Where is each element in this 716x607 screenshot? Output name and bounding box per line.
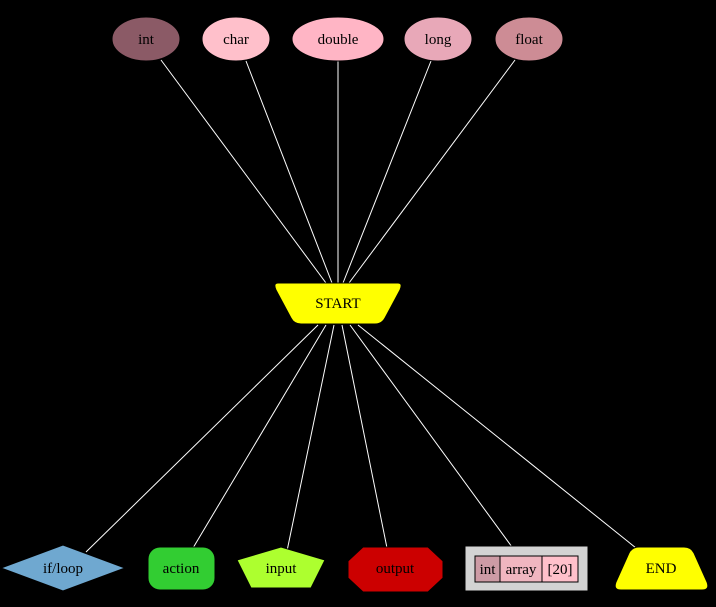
node-if-loop-shape [0,544,127,592]
node-output: output [347,546,444,593]
node-char: char [201,16,271,62]
node-start: START [274,282,402,325]
node-start-shape [274,282,402,325]
node-output-label: output [376,561,415,577]
node-char-label: char [223,32,249,48]
node-int: int [111,16,181,62]
record-field-array-label: array [506,562,537,578]
node-float-shape [494,16,564,62]
node-action: action [147,546,216,591]
node-array-record: int array [20] [464,545,589,592]
node-if-loop-label: if/loop [43,561,83,577]
edge-start-output [341,324,388,549]
node-long-shape [403,16,473,62]
node-output-shape [347,546,444,593]
node-action-shape [147,546,216,591]
node-input: input [236,546,326,589]
edge-start-ifloop [85,324,319,553]
edge-start-input [286,324,335,552]
node-end-label: END [646,561,677,577]
node-char-shape [201,16,271,62]
node-int-shape [111,16,181,62]
node-int-label: int [138,32,155,48]
edge-start-action [192,324,327,549]
record-field-int-label: int [480,562,497,578]
record-field-size [541,555,579,583]
node-if-loop: if/loop [0,544,127,592]
node-long: long [403,16,473,62]
edge-start-end [357,324,637,549]
edge-start-array [349,324,513,548]
node-double-label: double [318,32,359,48]
edges [85,59,637,553]
node-input-shape [236,546,326,589]
node-float-label: float [515,32,543,48]
node-end: END [614,546,709,591]
edge-float-start [348,59,516,284]
edge-long-start [342,60,432,284]
edge-int-start [160,59,327,284]
node-long-label: long [425,32,452,48]
node-float: float [494,16,564,62]
node-end-shape [614,546,709,591]
node-input-label: input [266,561,298,577]
edge-char-start [245,60,333,284]
node-start-label: START [315,296,360,312]
node-double-shape [291,16,385,62]
node-action-label: action [163,561,200,577]
node-double: double [291,16,385,62]
record-field-array [499,555,543,583]
record-field-size-label: [20] [548,562,573,578]
